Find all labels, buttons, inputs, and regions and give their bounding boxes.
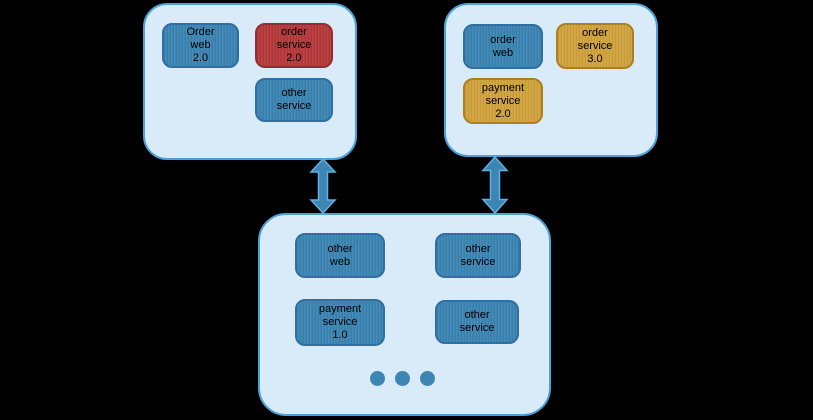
ellipsis-dot-icon xyxy=(395,371,410,386)
node-order-web: order web xyxy=(463,24,543,69)
container-top-right: order web order service 3.0 payment serv… xyxy=(444,3,658,157)
node-label: payment service 1.0 xyxy=(318,303,362,341)
node-label: order web xyxy=(490,33,516,59)
node-label: other service xyxy=(459,309,495,334)
container-bottom-shared: other web other service payment service … xyxy=(258,213,551,416)
node-payment-service-1-0: payment service 1.0 xyxy=(295,299,385,346)
container-top-left: Order web 2.0 order service 2.0 other se… xyxy=(143,3,357,160)
node-label: other web xyxy=(327,242,353,268)
node-order-service-3-0: order service 3.0 xyxy=(556,23,634,69)
node-label: Order web 2.0 xyxy=(186,26,215,64)
node-label: other service xyxy=(276,87,312,112)
double-arrow-left-icon xyxy=(309,158,337,214)
node-order-service-2-0: order service 2.0 xyxy=(255,23,333,68)
node-payment-service-2-0: payment service 2.0 xyxy=(463,78,543,124)
node-other-service-1: other service xyxy=(435,233,521,278)
ellipsis-dots xyxy=(370,371,435,386)
node-other-service: other service xyxy=(255,78,333,122)
ellipsis-dot-icon xyxy=(370,371,385,386)
node-label: order service 2.0 xyxy=(276,26,312,64)
node-label: order service 3.0 xyxy=(577,26,613,65)
node-other-web: other web xyxy=(295,233,385,278)
node-other-service-2: other service xyxy=(435,300,519,344)
node-label: payment service 2.0 xyxy=(481,81,525,120)
node-order-web-2-0: Order web 2.0 xyxy=(162,23,239,68)
double-arrow-right-icon xyxy=(481,156,509,214)
ellipsis-dot-icon xyxy=(420,371,435,386)
node-label: other service xyxy=(460,242,496,268)
